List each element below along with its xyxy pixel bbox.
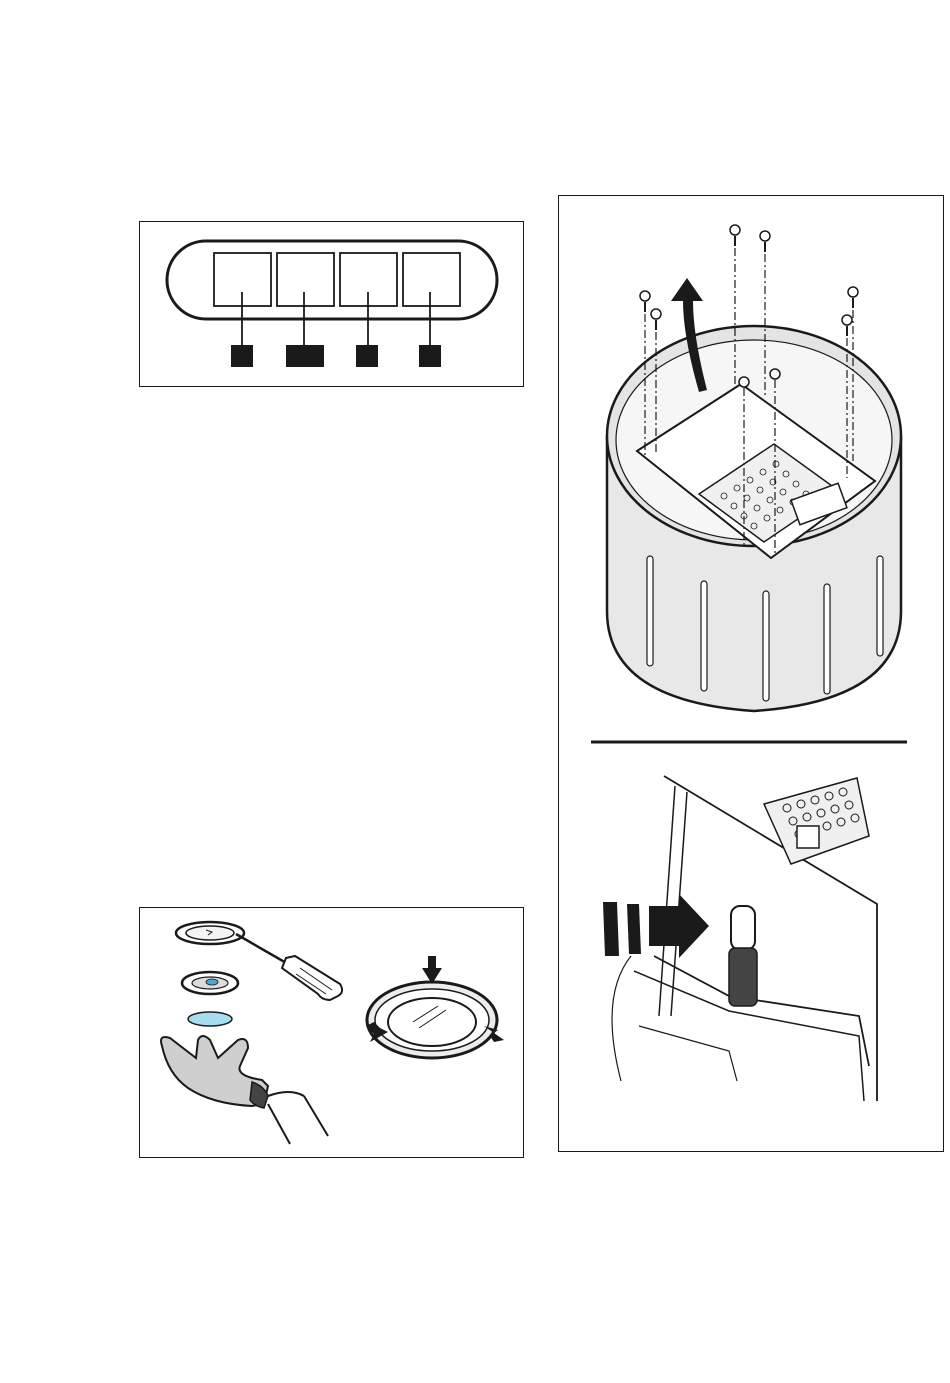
hood-disassembly-figure xyxy=(558,195,944,1152)
callout-marker-2 xyxy=(286,345,324,367)
lamp-replacement-figure xyxy=(139,907,524,1158)
glove-icon xyxy=(161,1036,328,1144)
lamp-icon xyxy=(367,982,497,1058)
lamp-holder-icon xyxy=(182,972,238,994)
lamp-cover-icon xyxy=(176,922,244,944)
control-panel-drawing xyxy=(140,222,525,388)
support-post-icon xyxy=(729,906,757,1006)
push-arrow-icon xyxy=(603,894,709,958)
callout-marker-1 xyxy=(231,345,253,367)
callout-marker-3 xyxy=(356,345,378,367)
panel-button-2 xyxy=(277,253,334,306)
bulb-icon xyxy=(188,1012,232,1026)
panel-button-4 xyxy=(403,253,460,306)
screwdriver-icon xyxy=(236,934,342,1000)
lamp-replacement-drawing xyxy=(140,908,525,1159)
hood-disassembly-drawing xyxy=(559,196,945,1153)
control-panel-figure xyxy=(139,221,524,387)
detail-filter-grid xyxy=(764,778,869,864)
press-arrow-icon-top xyxy=(422,956,442,984)
callout-marker-4 xyxy=(419,345,441,367)
